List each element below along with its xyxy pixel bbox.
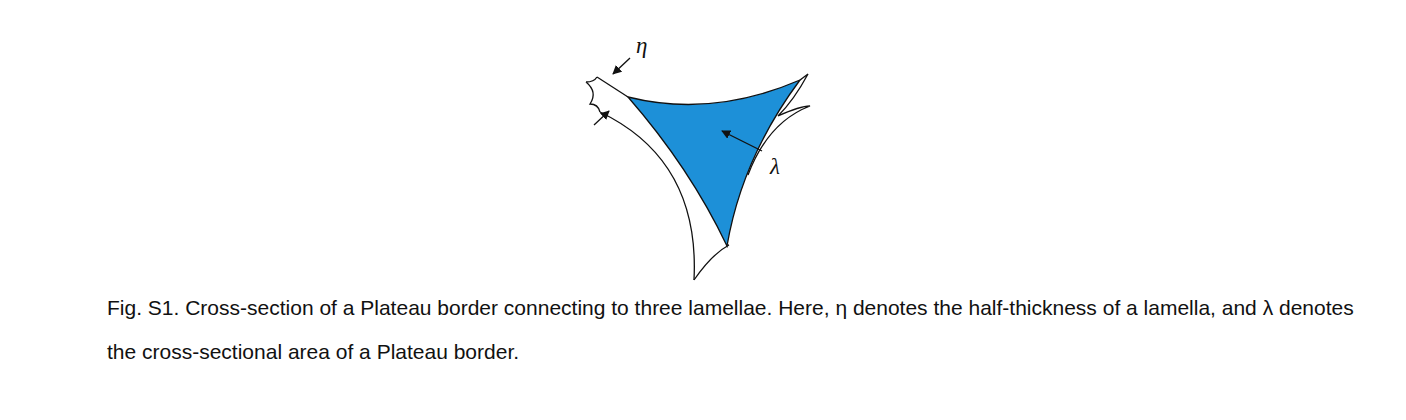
symbol-label: λ — [770, 155, 780, 178]
lamella-edge — [600, 112, 694, 280]
lamella-cap — [586, 77, 600, 112]
lambda-arrow — [722, 131, 762, 151]
lamella-cap — [694, 245, 729, 280]
lamella-edge — [597, 77, 628, 97]
figure-caption: Fig. S1. Cross-section of a Plateau bord… — [107, 286, 1369, 374]
plateau-border-area — [628, 80, 800, 246]
eta-arrow — [613, 58, 630, 74]
eta-arrow — [594, 111, 609, 125]
symbol-label: η — [636, 34, 647, 57]
